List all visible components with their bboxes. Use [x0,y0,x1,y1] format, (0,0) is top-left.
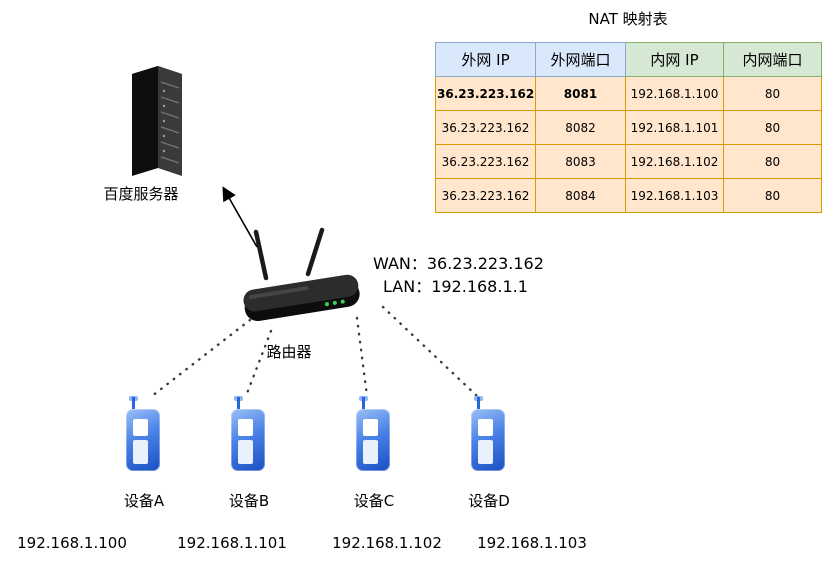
nat-table-header-row: 外网 IP 外网端口 内网 IP 内网端口 [435,42,822,77]
table-row: 36.23.223.162 8083 192.168.1.102 80 [435,144,822,179]
antenna [237,397,240,411]
phone-keypad [238,440,253,464]
mobile-phone-icon [229,396,269,472]
device-c-ip: 192.168.1.102 [332,534,442,552]
wireless-router-icon [243,227,360,322]
nat-table: NAT 映射表 外网 IP 外网端口 内网 IP 内网端口 36.23.223.… [435,8,822,213]
device-b-label: 设备B [228,492,270,510]
cell-external-port: 8082 [535,110,626,145]
server-label: 百度服务器 [103,185,179,203]
cell-internal-port: 80 [723,76,822,111]
cell-external-ip: 36.23.223.162 [435,110,536,145]
mobile-phone-icon [124,396,164,472]
phone-keypad [133,440,148,464]
table-row: 36.23.223.162 8081 192.168.1.100 80 [435,76,822,111]
cell-external-port: 8083 [535,144,626,179]
cell-external-port: 8081 [535,76,626,111]
antenna [132,397,135,411]
antenna [362,397,365,411]
cell-internal-port: 80 [723,178,822,213]
cell-external-ip: 36.23.223.162 [435,178,536,213]
phone-screen [363,419,378,436]
phone-screen [238,419,253,436]
phone-keypad [478,440,493,464]
dotted-link-device-d [381,305,479,398]
router-addresses: WAN：36.23.223.162 LAN：192.168.1.1 [373,252,544,298]
device-c-label: 设备C [353,492,395,510]
phone-keypad [363,440,378,464]
cell-internal-ip: 192.168.1.103 [625,178,724,213]
device-a-ip: 192.168.1.100 [17,534,127,552]
router-wan-address: WAN：36.23.223.162 [373,254,544,273]
col-header-external-port: 外网端口 [535,42,626,77]
antenna [477,397,480,411]
table-row: 36.23.223.162 8084 192.168.1.103 80 [435,178,822,213]
phone-screen [478,419,493,436]
cell-internal-ip: 192.168.1.102 [625,144,724,179]
cell-external-port: 8084 [535,178,626,213]
col-header-external-ip: 外网 IP [435,42,536,77]
device-d-ip: 192.168.1.103 [477,534,587,552]
nat-table-title: NAT 映射表 [588,10,668,28]
router-label: 路由器 [266,343,312,361]
cell-external-ip: 36.23.223.162 [435,76,536,111]
device-a-label: 设备A [123,492,165,510]
table-row: 36.23.223.162 8082 192.168.1.101 80 [435,110,822,145]
mobile-phone-icon [469,396,509,472]
col-header-internal-ip: 内网 IP [625,42,724,77]
phone-screen [133,419,148,436]
device-b-ip: 192.168.1.101 [177,534,287,552]
server-tower-icon [132,66,182,176]
cell-internal-port: 80 [723,110,822,145]
cell-internal-ip: 192.168.1.101 [625,110,724,145]
device-d-label: 设备D [468,492,510,510]
cell-internal-port: 80 [723,144,822,179]
router-lan-address: LAN：192.168.1.1 [383,277,528,296]
cell-external-ip: 36.23.223.162 [435,144,536,179]
cell-internal-ip: 192.168.1.100 [625,76,724,111]
mobile-phone-icon [354,396,394,472]
col-header-internal-port: 内网端口 [723,42,822,77]
